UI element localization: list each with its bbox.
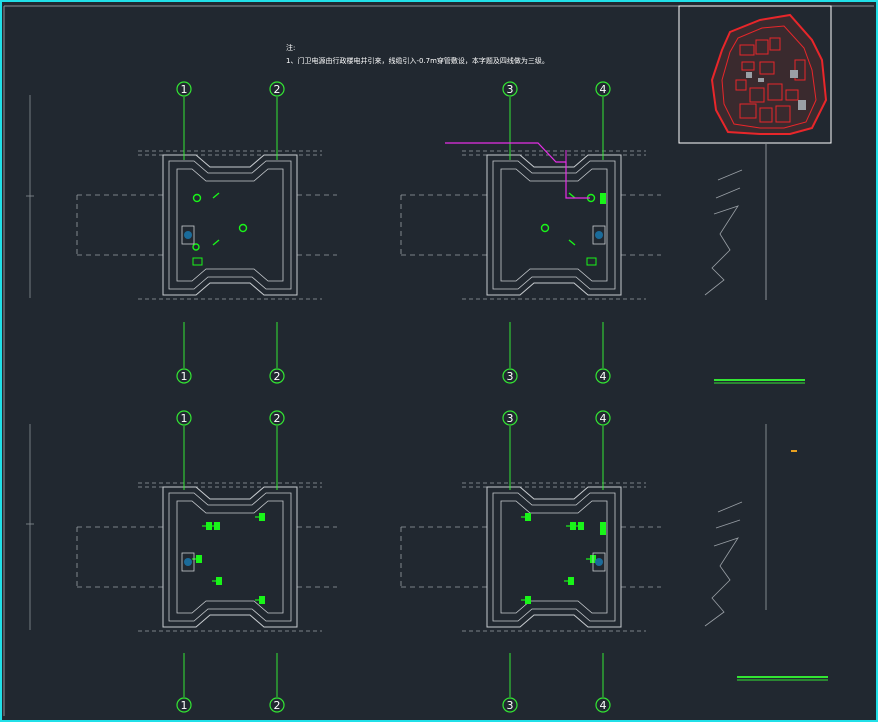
outlet-icon (214, 522, 220, 530)
room-plan-1 (76, 150, 337, 300)
axis-bubble (595, 368, 611, 384)
switch-icon (568, 239, 576, 246)
axis-bubble (269, 697, 285, 713)
axis-bubble (269, 81, 285, 97)
room-plan-3 (76, 482, 337, 632)
terminal-box-icon (192, 257, 203, 266)
inner-wall (492, 160, 616, 290)
axis-bubble (595, 697, 611, 713)
distribution-box-icon (181, 225, 195, 245)
switch-icon (568, 192, 576, 199)
axis-bubble (269, 410, 285, 426)
axis-bubble (176, 368, 192, 384)
room-wall (176, 168, 284, 282)
outlet-icon (196, 555, 202, 563)
distribution-box-icon (592, 552, 606, 572)
switch-icon (212, 192, 220, 199)
light-fixture-icon (540, 223, 550, 233)
axis-label-4: 4 (600, 699, 607, 712)
axis-label-1: 1 (181, 412, 188, 425)
inner-wall (168, 160, 292, 290)
key-plan-inset (678, 5, 832, 300)
orange-mark (791, 450, 797, 452)
axis-bubble (502, 81, 518, 97)
room-wall (176, 500, 284, 614)
light-fixture-icon (238, 223, 248, 233)
outlet-icon (568, 577, 574, 585)
terminal-box-icon (586, 257, 597, 266)
axis-label-3: 3 (507, 83, 514, 96)
axis-label-3: 3 (507, 370, 514, 383)
distribution-box-icon (600, 522, 606, 535)
outlet-icon (578, 522, 584, 530)
legend-bars (714, 379, 828, 681)
room-wall (500, 168, 608, 282)
outlet-icon (192, 243, 200, 251)
design-notes: 注: 1、门卫电源由行政楼电井引来，线缆引入-0.7m穿管敷设，本字题及四线做为… (286, 42, 549, 68)
outer-wall (162, 154, 298, 296)
outlet-icon (206, 522, 212, 530)
axis-bubble (176, 697, 192, 713)
distribution-box-icon (600, 193, 606, 204)
axis-label-4: 4 (600, 83, 607, 96)
inner-wall (492, 492, 616, 622)
outlet-icon (216, 577, 222, 585)
axis-bubble (502, 697, 518, 713)
outlet-icon (525, 596, 531, 604)
axis-label-2: 2 (274, 699, 281, 712)
axis-label-2: 2 (274, 412, 281, 425)
outlet-icon (525, 513, 531, 521)
axis-label-1: 1 (181, 699, 188, 712)
outer-wall (486, 486, 622, 628)
notes-title: 注: (286, 44, 296, 52)
notes-line-1: 1、门卫电源由行政楼电井引来，线缆引入-0.7m穿管敷设，本字题及四线做为三级。 (286, 57, 549, 65)
break-lines (704, 169, 767, 627)
axis-label-4: 4 (600, 370, 607, 383)
axis-bubble (269, 368, 285, 384)
outlet-icon (259, 596, 265, 604)
axis-bubble (176, 81, 192, 97)
axis-bubble (502, 410, 518, 426)
axis-label-4: 4 (600, 412, 607, 425)
outer-wall (162, 486, 298, 628)
axis-label-1: 1 (181, 370, 188, 383)
axis-label-2: 2 (274, 370, 281, 383)
outlet-icon (259, 513, 265, 521)
outer-wall (486, 154, 622, 296)
light-fixture-icon (192, 193, 202, 203)
switch-icon (212, 239, 220, 246)
axis-bubble (176, 410, 192, 426)
room-plan-2 (400, 150, 661, 300)
axis-bubble (502, 368, 518, 384)
axis-grid: 1 2 3 4 1 2 3 4 1 2 3 4 1 2 3 4 (176, 81, 611, 713)
axis-label-1: 1 (181, 83, 188, 96)
axis-label-3: 3 (507, 412, 514, 425)
key-plan-frame (678, 5, 832, 144)
axis-bubble (595, 410, 611, 426)
outlet-icon (570, 522, 576, 530)
room-plan-4 (400, 482, 661, 632)
inner-wall (168, 492, 292, 622)
axis-label-2: 2 (274, 83, 281, 96)
feeder-cable-line (445, 142, 590, 199)
room-plans (76, 150, 661, 632)
axis-label-3: 3 (507, 699, 514, 712)
distribution-box-icon (592, 225, 606, 245)
axis-bubble (595, 81, 611, 97)
distribution-box-icon (181, 552, 195, 572)
